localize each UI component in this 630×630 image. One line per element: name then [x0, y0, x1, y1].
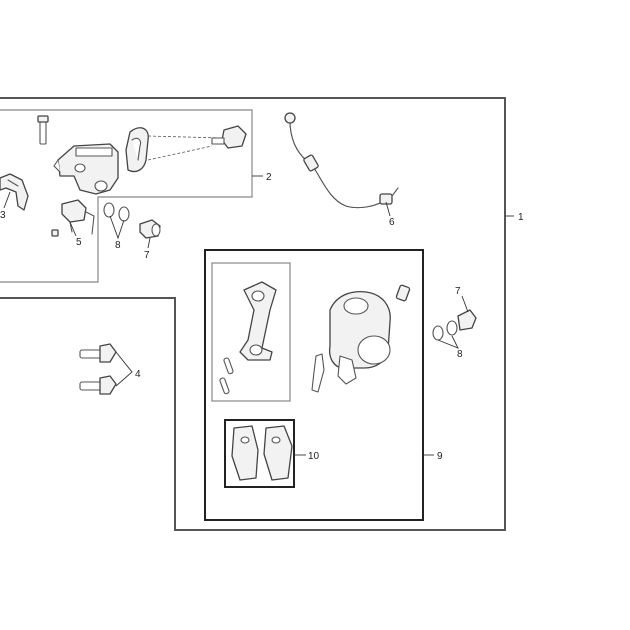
banjo-bolt-7-lower — [457, 309, 477, 331]
lever-part-3 — [0, 173, 29, 211]
bracket-frame — [211, 262, 291, 402]
master-cylinder-body — [53, 143, 119, 195]
callout-1: 1 — [518, 212, 524, 223]
switch-part-5 — [61, 199, 95, 235]
caliper-frame — [204, 249, 424, 521]
bolt-4-upper — [79, 343, 117, 363]
callout-10: 10 — [308, 451, 320, 462]
brake-pads — [231, 425, 293, 481]
washer-8-upper — [103, 202, 130, 222]
leader-4 — [115, 351, 133, 387]
anti-rattle-spring — [311, 353, 325, 393]
leader-6 — [385, 201, 391, 217]
caliper-bracket — [239, 281, 277, 361]
callout-3: 3 — [0, 210, 6, 221]
washer-8-lower — [432, 320, 458, 341]
screw-top — [37, 115, 49, 145]
brake-hose — [284, 112, 399, 209]
callout-7a: 7 — [144, 250, 150, 261]
callout-8b: 8 — [457, 349, 463, 360]
assembly-frame — [0, 97, 506, 531]
callout-2: 2 — [266, 172, 272, 183]
callout-5: 5 — [76, 237, 82, 248]
clamp-bracket — [125, 127, 149, 173]
brake-pad-frame — [224, 419, 295, 488]
caliper-pins — [219, 357, 234, 395]
leader-7a — [147, 237, 151, 249]
bolt-guide-lines — [147, 135, 223, 161]
caliper-body — [328, 290, 391, 385]
callout-4: 4 — [135, 369, 141, 380]
callout-8a: 8 — [115, 240, 121, 251]
leader-3 — [3, 191, 11, 209]
leader-5 — [69, 221, 77, 237]
clamp-bolt — [211, 125, 247, 149]
leader-7b — [461, 295, 469, 313]
bleeder-valve — [395, 284, 411, 302]
master-cylinder-frame — [0, 109, 253, 283]
callout-6: 6 — [389, 217, 395, 228]
callout-7b: 7 — [455, 286, 461, 297]
leader-8a — [109, 215, 125, 240]
banjo-bolt-7-upper — [139, 219, 161, 239]
bolt-4-lower — [79, 375, 117, 395]
small-nut — [51, 229, 59, 237]
callout-9: 9 — [437, 451, 443, 462]
leader-8b — [437, 335, 459, 349]
